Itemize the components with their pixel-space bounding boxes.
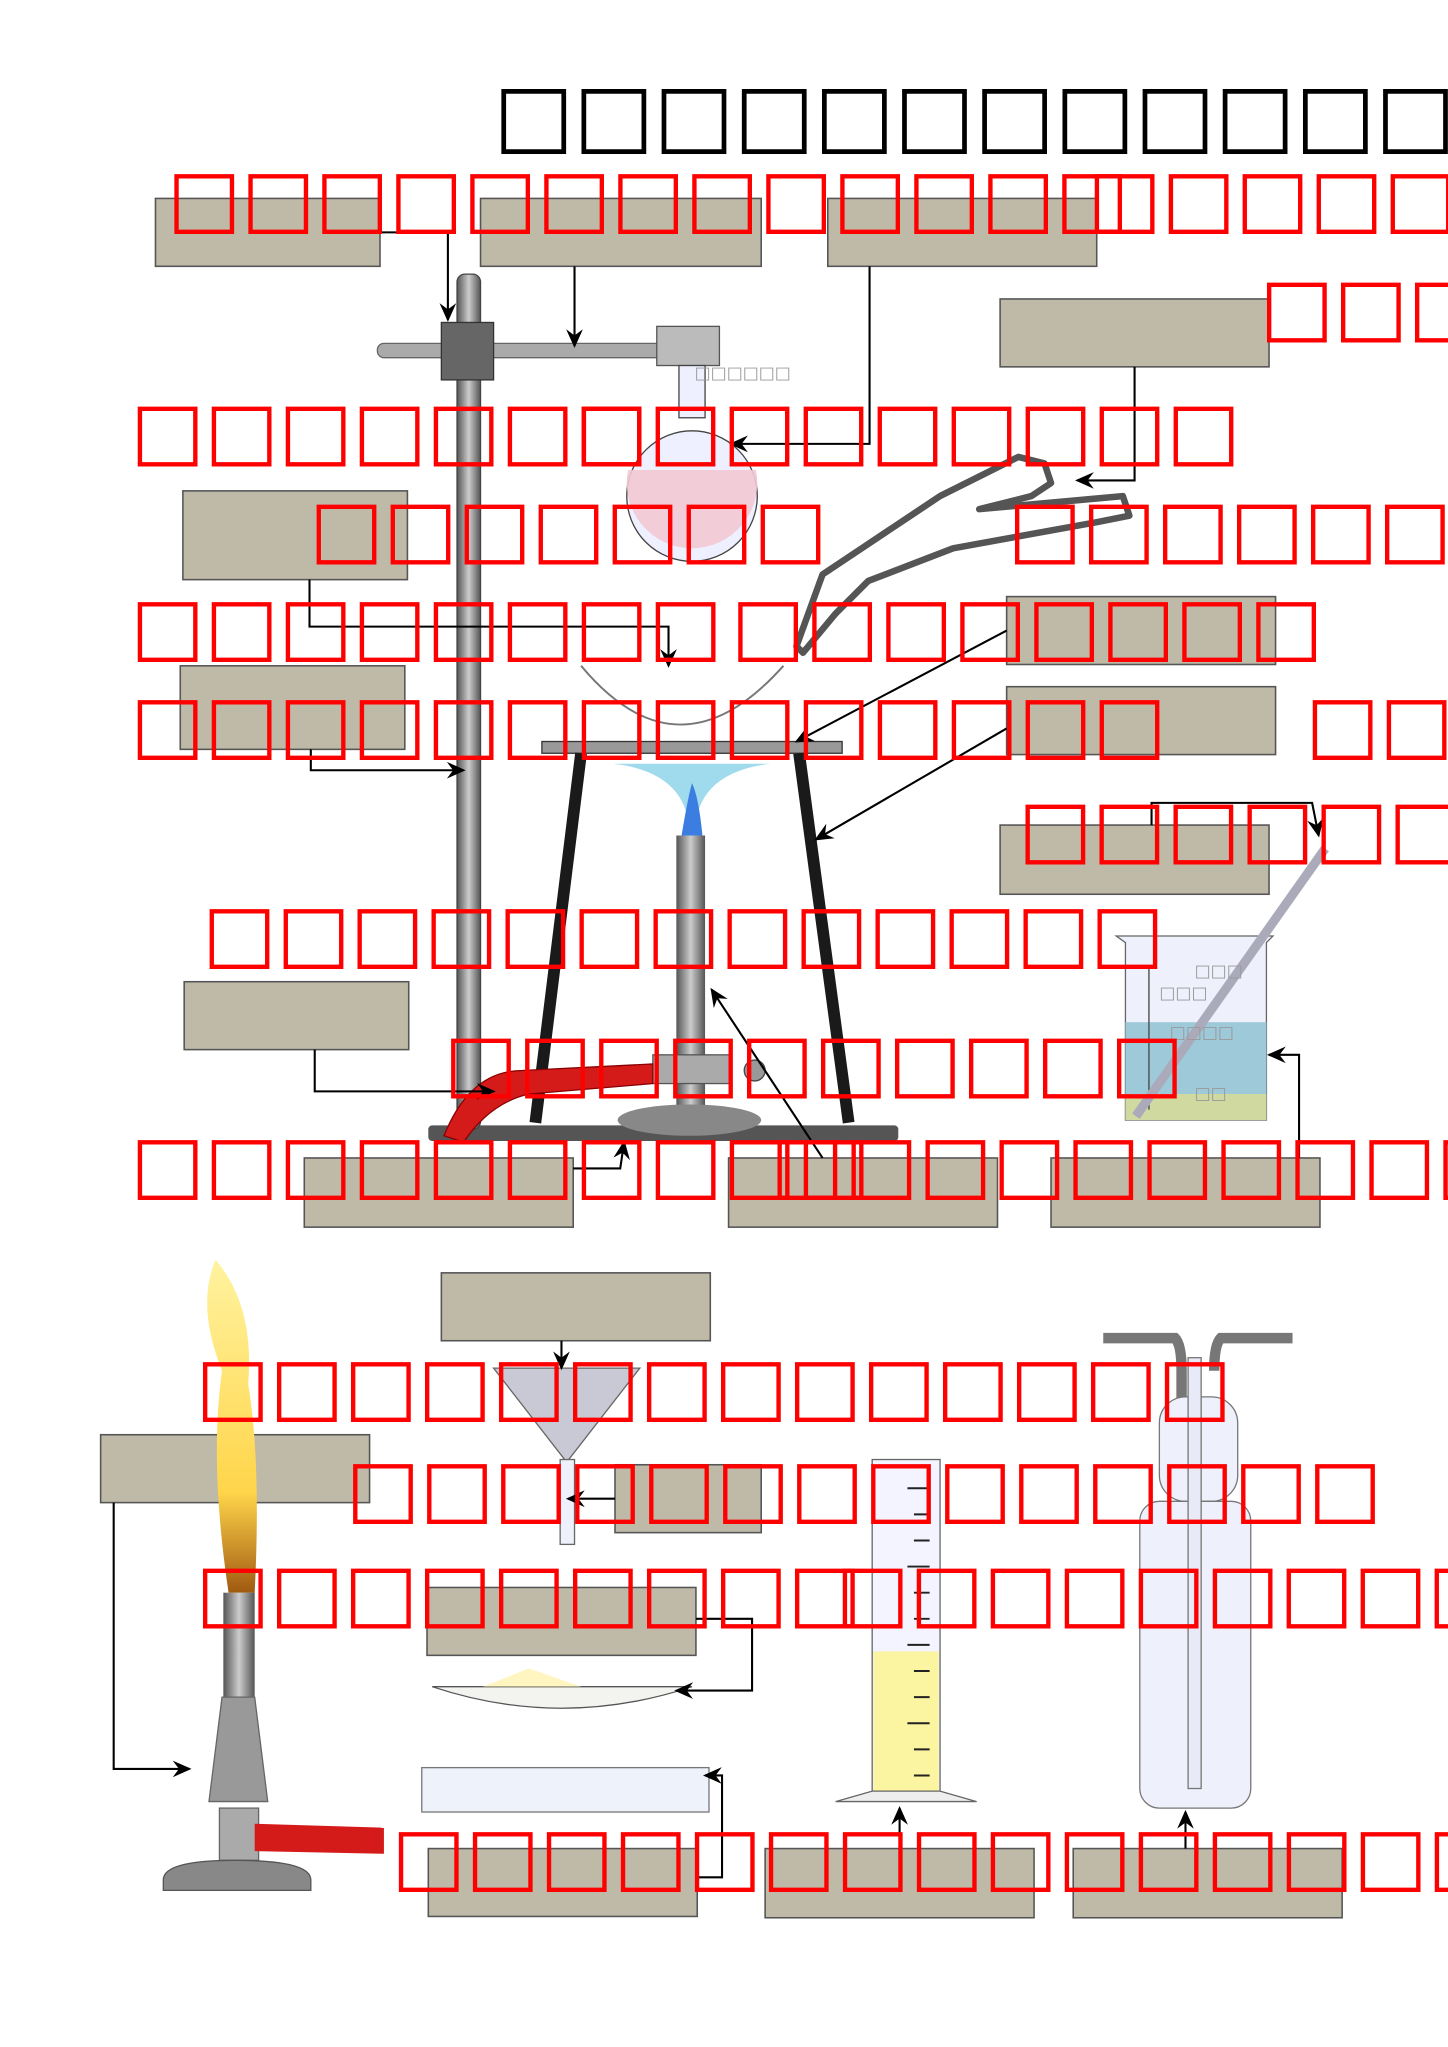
beaker-with-glass-rod — [1114, 845, 1329, 1121]
equipment-label: □□□□□□□□□□□□□□ — [196, 1341, 1232, 1432]
answer-box[interactable] — [303, 1157, 574, 1228]
watch-glass — [432, 1686, 693, 1709]
equipment-label: □□□□□□□□ — [131, 581, 723, 672]
leader-lines — [112, 231, 1324, 1879]
beaker-small-label: □□□ — [1195, 962, 1243, 982]
equipment-label: □□□□□□□□□□□ — [770, 1119, 1448, 1210]
overlay-labels: □□□□□□□□□□□□□ □□□□□□ □□□ □□□□□□□ □□□□□□□… — [131, 153, 1448, 1902]
equipment-label: □□□□□□□□□ — [836, 1547, 1448, 1638]
equipment-label: □□□□□□ — [1088, 153, 1448, 244]
answer-box[interactable] — [1072, 1847, 1343, 1919]
tripod — [529, 740, 855, 1124]
equipment-label: □□□□□□□ — [1008, 483, 1448, 574]
graduated-cylinder — [835, 1458, 977, 1803]
equipment-label: □□□□□□□□□□□□□ — [202, 888, 1164, 979]
answer-box[interactable] — [1005, 595, 1277, 666]
evaporating-dish — [580, 665, 785, 726]
answer-box[interactable] — [154, 197, 381, 268]
answer-box[interactable] — [1050, 1157, 1321, 1228]
equipment-label: □□□□□□□□□□□□□□ — [131, 679, 1167, 770]
beaker-small-label: □□ — [1195, 1084, 1227, 1104]
answer-box[interactable] — [440, 1272, 712, 1342]
diagram-title: □□□□□□□□□□□□□□□ — [494, 66, 1448, 165]
answer-box[interactable] — [479, 197, 762, 268]
answer-box[interactable] — [426, 1586, 697, 1657]
answer-box[interactable] — [183, 980, 410, 1051]
equipment-label: □□□□□□□□□□□□□□ — [346, 1442, 1382, 1533]
answer-box[interactable] — [764, 1847, 1035, 1919]
crucible-tongs — [793, 453, 1133, 657]
equipment-label: □□□□□□□□□□ — [444, 1017, 1184, 1108]
equipment-label: □□□□□□□ — [1018, 783, 1448, 874]
answer-box[interactable] — [727, 1157, 999, 1228]
equipment-label: □□□□□□□□□□□□□□□□ — [392, 1811, 1448, 1902]
beaker-small-label: □□□ — [1159, 984, 1207, 1004]
answer-box[interactable] — [427, 1847, 699, 1918]
answer-box[interactable] — [179, 665, 406, 751]
equipment-label: □□□ — [1260, 261, 1448, 352]
crystallizing-dish — [421, 1766, 710, 1813]
equipment-label: □□□□□□□ — [131, 385, 649, 476]
answer-boxes — [99, 197, 1343, 1919]
equipment-label: □□□□□□□□□□ — [131, 1119, 871, 1210]
equipment-label: □□□□□□□□□□□□□ — [167, 153, 1129, 244]
flask-small-label: □□□□□□ — [695, 364, 791, 384]
answer-box[interactable] — [999, 824, 1270, 896]
answer-box[interactable] — [182, 490, 409, 581]
gas-washing-bottle — [1103, 1332, 1293, 1809]
bunsen-burner-lit — [443, 763, 771, 1144]
equipment-label: □□□□□□□□□ — [575, 385, 1241, 476]
bunsen-burner-luminous-flame — [162, 1259, 384, 1891]
answer-box[interactable] — [827, 197, 1098, 268]
equipment-label: □□□□□□□□□ — [196, 1547, 862, 1638]
equipment-label: □□□□□□□□ — [731, 581, 1323, 672]
equipment-label: □□ — [1306, 679, 1448, 770]
answer-box[interactable] — [1005, 685, 1277, 756]
equipment-label: □□□□□□□ — [310, 483, 828, 574]
beaker-small-label: □□□□ — [1170, 1023, 1234, 1043]
answer-box[interactable] — [999, 298, 1270, 368]
round-bottom-flask — [626, 364, 758, 563]
